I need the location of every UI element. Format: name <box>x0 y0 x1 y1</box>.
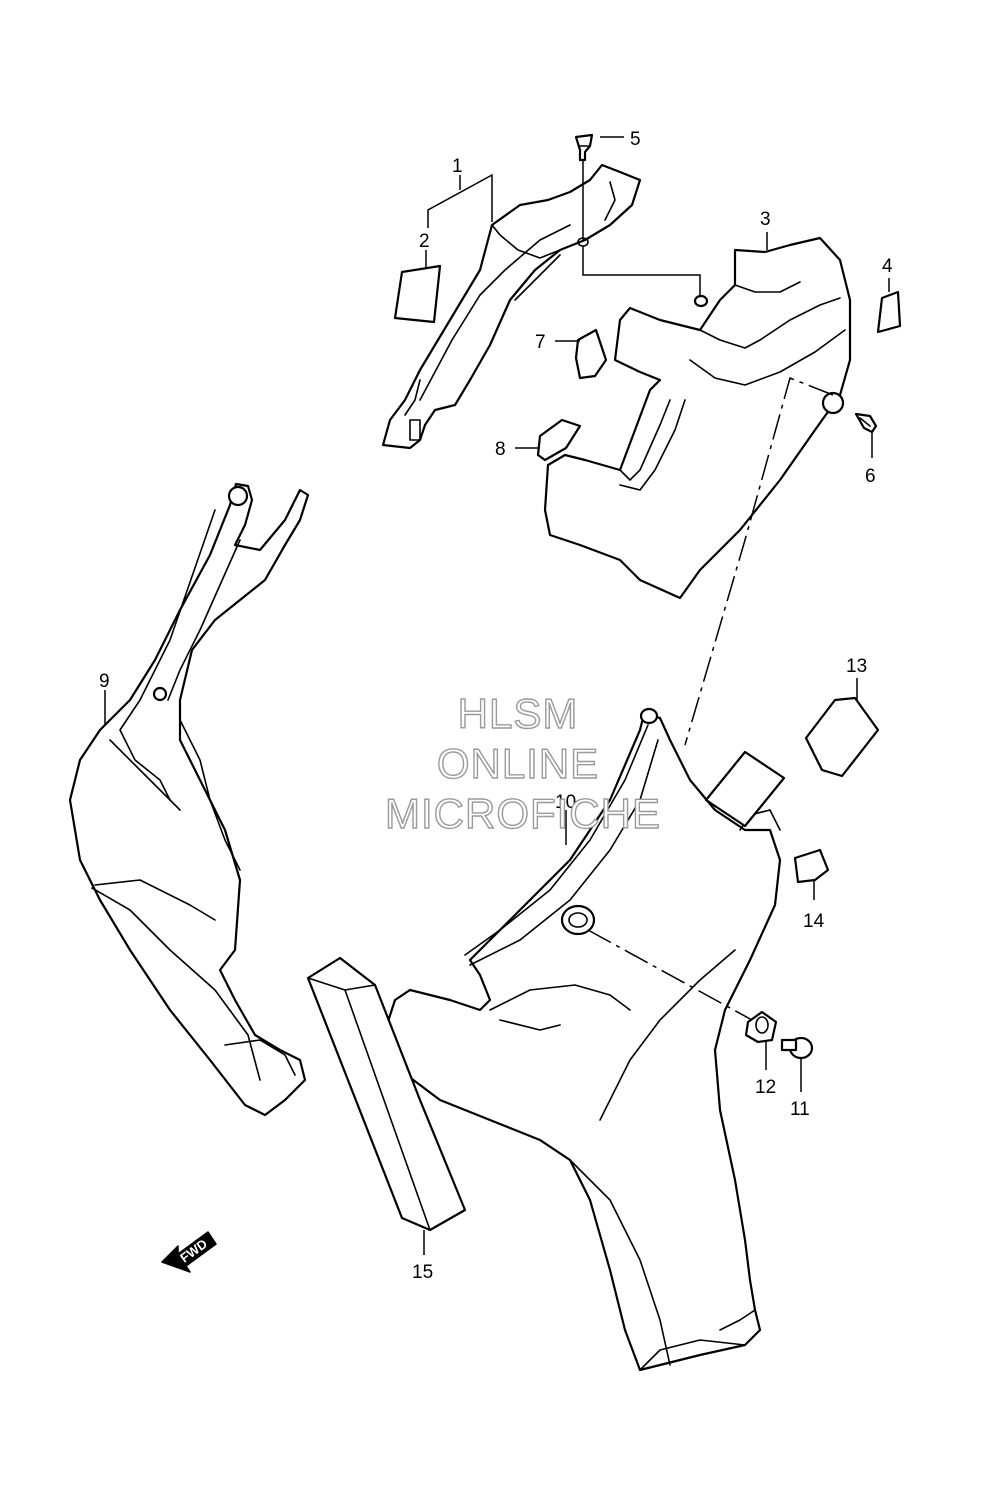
callout-14: 14 <box>803 911 825 932</box>
part-7-pad <box>574 328 608 380</box>
callout-13: 13 <box>846 656 867 677</box>
callout-12: 12 <box>755 1077 776 1098</box>
part-14-block <box>793 848 830 884</box>
part-12-grommet <box>744 1010 778 1044</box>
part-10-main-cover <box>380 707 786 1372</box>
fwd-arrow-icon: FWD <box>161 1231 217 1273</box>
callout-3: 3 <box>760 209 771 230</box>
part-2-label <box>393 264 442 324</box>
leader-lines <box>104 136 890 1255</box>
part-8-pad <box>536 418 582 462</box>
callout-6: 6 <box>865 466 876 487</box>
part-5-screw <box>574 133 594 162</box>
callout-15: 15 <box>412 1262 433 1283</box>
callout-10: 10 <box>555 792 576 813</box>
callout-8: 8 <box>495 439 506 460</box>
part-4-pad <box>876 290 902 334</box>
watermark-line-2: ONLINE <box>437 740 599 787</box>
callout-4: 4 <box>882 256 893 277</box>
part-13-pad <box>804 696 880 778</box>
watermark: HLSM ONLINE MICROFICHE <box>384 689 661 837</box>
callout-5: 5 <box>630 129 641 150</box>
callout-7: 7 <box>535 332 546 353</box>
watermark-line-1: HLSM <box>458 690 579 737</box>
callout-9: 9 <box>99 671 110 692</box>
callout-11: 11 <box>790 1099 810 1120</box>
part-1-upper-cover <box>381 163 642 450</box>
callout-1: 1 <box>452 156 463 177</box>
part-11-screw <box>780 1036 814 1060</box>
callout-labels: 1 2 3 4 5 6 7 8 9 10 11 12 13 14 15 <box>99 129 893 1283</box>
part-9-side-cover <box>68 482 310 1117</box>
part-6-screw <box>854 412 878 434</box>
alignment-lines <box>587 376 834 1021</box>
watermark-line-3: MICROFICHE <box>385 790 661 837</box>
part-3-inner-panel <box>543 236 852 600</box>
part-15-strip <box>306 956 467 1232</box>
callout-2: 2 <box>419 231 430 252</box>
